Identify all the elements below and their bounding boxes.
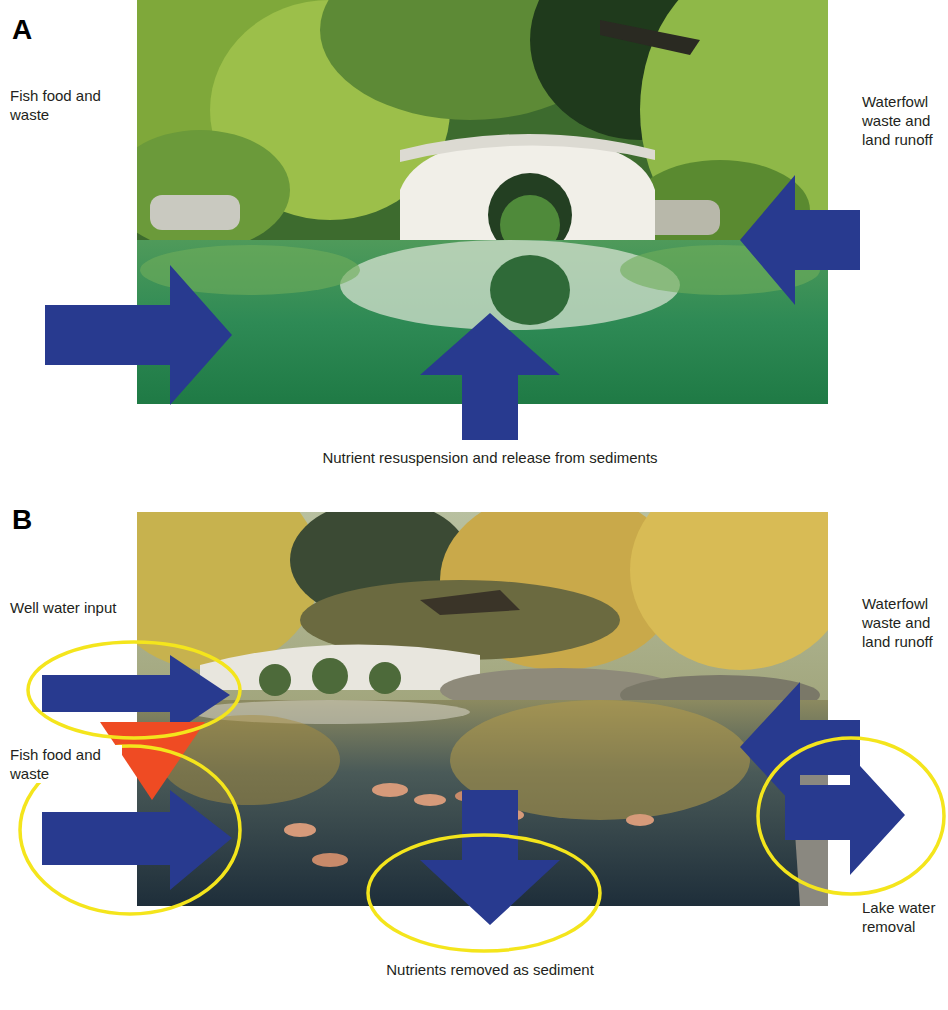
output-label: Lake water removal <box>862 898 944 936</box>
input-label: Fish food and waste <box>10 86 120 124</box>
input-label: Well water input <box>10 598 120 617</box>
flow-label: Nutrient resuspension and release from s… <box>190 448 790 467</box>
panel-letter: A <box>12 14 52 46</box>
flow-arrows-a <box>45 175 860 440</box>
output-label: Nutrients removed as sediment <box>190 960 790 979</box>
highlight-ellipses <box>20 642 944 951</box>
panel-letter: B <box>12 504 52 536</box>
input-label: Waterfowl waste and land runoff <box>862 92 944 149</box>
input-label: Waterfowl waste and land runoff <box>862 594 944 651</box>
flow-arrows-b <box>42 655 905 925</box>
input-label: Fish food and waste <box>8 745 122 783</box>
